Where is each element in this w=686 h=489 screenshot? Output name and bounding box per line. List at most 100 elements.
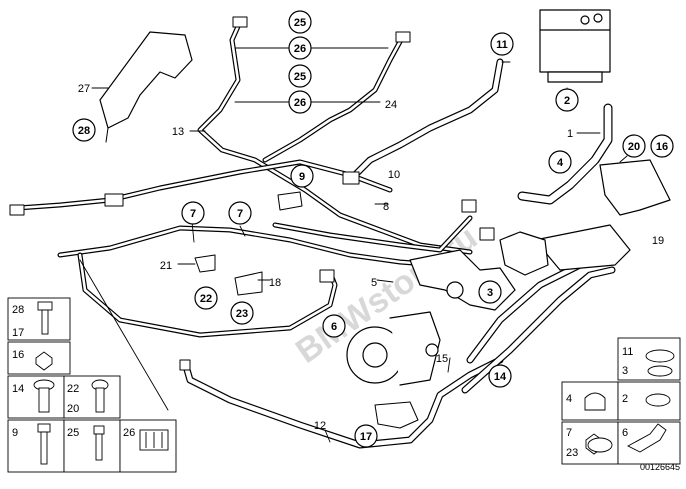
callout-label: 28 <box>78 125 90 137</box>
callout-label: 22 <box>200 293 212 305</box>
pump <box>346 311 441 386</box>
callout-circle <box>288 36 312 60</box>
bracket-20 <box>599 159 671 216</box>
callout-25: 25 <box>288 64 312 88</box>
legend-part-3: 3 <box>622 365 628 377</box>
callout-label: 1 <box>567 128 573 140</box>
callout-label: 27 <box>78 83 90 95</box>
right-parts-panel <box>561 337 681 465</box>
callout-circle <box>478 280 502 304</box>
callout-24: 24 <box>385 99 397 111</box>
callout-5: 5 <box>371 277 377 289</box>
callout-label: 24 <box>385 99 397 111</box>
callout-17: 17 <box>354 424 378 448</box>
callout-label: 14 <box>494 371 507 383</box>
callout-8: 8 <box>383 201 389 213</box>
callout-10: 10 <box>388 169 400 181</box>
callout-label: 25 <box>294 71 306 83</box>
callout-3: 3 <box>478 280 502 304</box>
callout-label: 13 <box>172 126 184 138</box>
callout-26: 26 <box>288 36 312 60</box>
legend-part-11: 11 <box>622 346 633 358</box>
callout-label: 23 <box>236 308 248 320</box>
callout-14: 14 <box>488 364 512 388</box>
callout-circle <box>290 164 314 188</box>
callout-2: 2 <box>555 88 579 112</box>
callout-label: 25 <box>294 17 306 29</box>
hose-drawing <box>9 9 671 449</box>
callout-circle <box>194 286 218 310</box>
callout-circle <box>288 64 312 88</box>
callout-label: 7 <box>237 208 243 220</box>
legend-part-9: 9 <box>12 427 18 439</box>
callout-circle <box>354 424 378 448</box>
callout-28: 28 <box>72 118 96 142</box>
callout-label: 6 <box>331 321 337 333</box>
callout-label: 26 <box>294 43 306 55</box>
callout-circle <box>490 32 514 56</box>
legend-part-23: 23 <box>566 447 578 459</box>
callout-1: 1 <box>567 128 573 140</box>
callout-label: 12 <box>314 420 326 432</box>
callout-15: 15 <box>436 353 448 365</box>
diagram-number: 00126645 <box>640 462 680 472</box>
callout-circle <box>288 10 312 34</box>
callout-26: 26 <box>288 90 312 114</box>
callout-16: 16 <box>650 134 674 158</box>
legend-part-17: 17 <box>12 327 24 339</box>
callout-circle <box>228 201 252 225</box>
callout-label: 2 <box>564 95 570 107</box>
reservoir <box>539 9 611 83</box>
callout-circle <box>622 134 646 158</box>
heat-shield <box>99 31 193 129</box>
callout-label: 15 <box>436 353 448 365</box>
callout-9: 9 <box>290 164 314 188</box>
feed-line-left <box>15 159 393 211</box>
callout-circle <box>555 88 579 112</box>
legend-part-6: 6 <box>622 427 628 439</box>
callout-19: 19 <box>652 235 664 247</box>
left-parts-panel <box>7 297 177 473</box>
callout-label: 16 <box>656 141 668 153</box>
callout-label: 26 <box>294 97 306 109</box>
line-24 <box>262 35 405 163</box>
callout-25: 25 <box>288 10 312 34</box>
callout-label: 21 <box>160 260 172 272</box>
callout-label: 20 <box>628 141 640 153</box>
callout-7: 7 <box>228 201 252 225</box>
callout-label: 17 <box>360 431 372 443</box>
callout-21: 21 <box>160 260 172 272</box>
callout-circle <box>322 314 346 338</box>
legend-part-22: 22 <box>67 383 79 395</box>
callout-label: 18 <box>269 277 281 289</box>
callout-label: 7 <box>190 208 196 220</box>
callout-label: 19 <box>652 235 664 247</box>
callout-label: 8 <box>383 201 389 213</box>
callout-label: 11 <box>496 39 508 51</box>
callout-6: 6 <box>322 314 346 338</box>
callout-23: 23 <box>230 301 254 325</box>
callout-label: 4 <box>557 157 564 169</box>
callout-4: 4 <box>548 150 572 174</box>
callout-circle <box>288 90 312 114</box>
legend-part-25: 25 <box>67 427 79 439</box>
callout-label: 5 <box>371 277 377 289</box>
callout-27: 27 <box>78 83 90 95</box>
callout-label: 10 <box>388 169 400 181</box>
callout-circle <box>72 118 96 142</box>
callout-label: 3 <box>487 287 493 299</box>
legend-part-2: 2 <box>622 393 628 405</box>
legend-part-7: 7 <box>566 427 572 439</box>
legend-part-16: 16 <box>12 349 24 361</box>
callout-circle <box>548 150 572 174</box>
callout-circle <box>488 364 512 388</box>
callout-circle <box>230 301 254 325</box>
callout-12: 12 <box>314 420 326 432</box>
cooler-bracket <box>534 224 631 271</box>
callout-label: 9 <box>299 171 305 183</box>
callout-18: 18 <box>269 277 281 289</box>
callout-20: 20 <box>622 134 646 158</box>
